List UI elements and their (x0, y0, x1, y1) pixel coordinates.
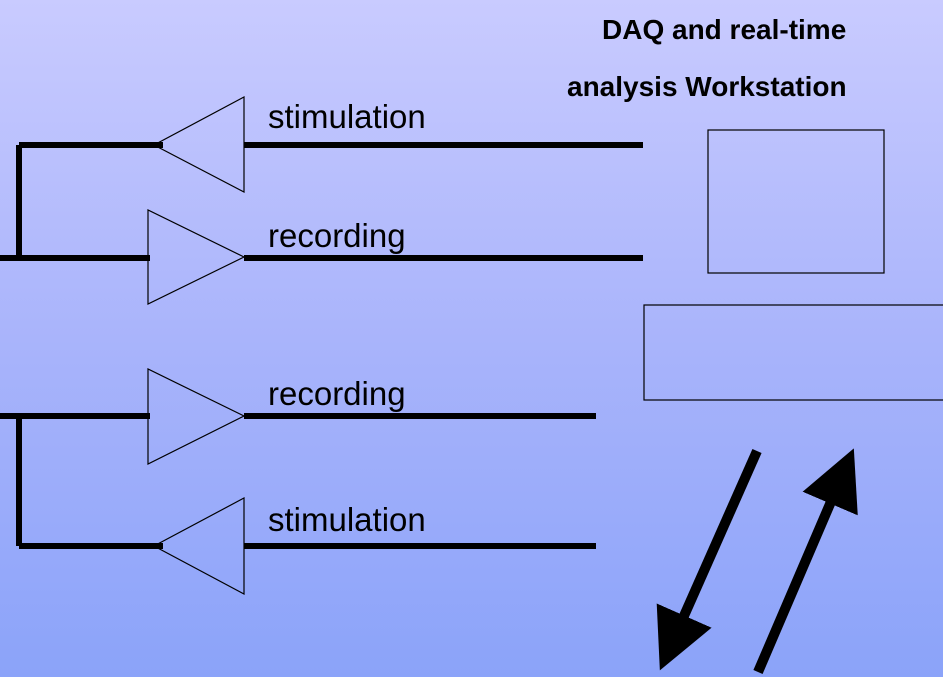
recording-amplifier-upper (147, 209, 643, 305)
electrode-bracket-upper (0, 142, 163, 261)
workstation-base-unit (643, 304, 943, 401)
workstation-title-line-2: analysis Workstation (567, 71, 847, 102)
recording-amplifier-lower (147, 368, 596, 465)
arrow-up-right-icon (753, 448, 858, 674)
channel-label-stimulation-upper: stimulation (268, 98, 426, 135)
workstation-monitor (707, 129, 885, 274)
workstation-title-line-1: DAQ and real-time (602, 14, 847, 45)
channel-label-recording-upper: recording (268, 217, 406, 254)
arrow-down-left-icon (656, 448, 762, 671)
channel-label-stimulation-lower: stimulation (268, 501, 426, 538)
electrode-bracket-lower (0, 413, 163, 549)
stimulation-amplifier-upper (152, 96, 643, 193)
stimulation-amplifier-lower (152, 497, 596, 595)
channel-label-recording-lower: recording (268, 375, 406, 412)
